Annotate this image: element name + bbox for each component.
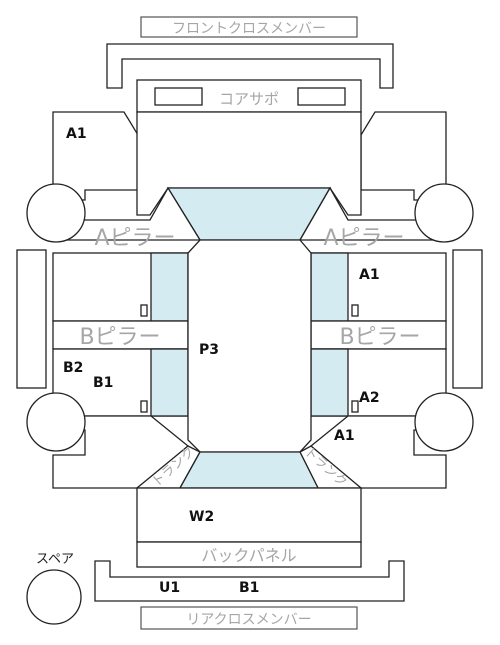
left-b-pillar[interactable]	[52, 320, 189, 350]
front-cross-member-label: フロントクロスメンバー	[172, 21, 326, 37]
front-cross-member-box[interactable]	[140, 16, 358, 38]
core-support-label: コアサポ	[219, 90, 279, 108]
code-rear-1: U1	[159, 580, 180, 596]
rear-cross-member-label: リアクロスメンバー	[186, 612, 311, 628]
left-a-pillar-label: Aピラー	[94, 226, 175, 251]
left-rear-handle[interactable]	[140, 400, 148, 413]
right-rear-wheel[interactable]	[414, 392, 474, 452]
left-rear-wheel[interactable]	[26, 392, 86, 452]
back-panel-label: バックパネル	[201, 546, 296, 565]
right-a-pillar[interactable]	[298, 186, 447, 241]
right-front-wheel[interactable]	[414, 183, 474, 243]
spare-label: スペア	[36, 552, 74, 567]
left-front-window[interactable]	[150, 252, 189, 322]
code-roof: P3	[199, 342, 219, 358]
rear-window[interactable]	[178, 451, 320, 489]
left-side-sill[interactable]	[16, 249, 47, 389]
code-trunk-lid: W2	[189, 509, 214, 525]
spare-tire[interactable]	[26, 569, 82, 625]
left-rear-window[interactable]	[150, 348, 189, 417]
right-front-handle[interactable]	[351, 304, 359, 317]
left-front-wheel[interactable]	[26, 183, 86, 243]
right-rear-handle[interactable]	[351, 400, 359, 413]
trunk-lid[interactable]	[136, 487, 362, 543]
right-a-pillar-label: Aピラー	[323, 226, 404, 251]
code-front-left: A1	[66, 126, 87, 142]
code-left-rear-1: B2	[63, 360, 83, 376]
code-right-rear-door: A2	[359, 390, 380, 406]
left-b-pillar-label: Bピラー	[79, 325, 160, 350]
rear-cross-member-box[interactable]	[140, 606, 358, 630]
code-right-rear-fender: A1	[334, 428, 355, 444]
left-headlight[interactable]	[154, 87, 203, 106]
left-front-handle[interactable]	[140, 304, 148, 317]
code-rear-2: B1	[239, 580, 259, 596]
right-b-pillar-label: Bピラー	[339, 325, 420, 350]
right-front-window[interactable]	[310, 252, 349, 322]
code-left-rear-2: B1	[93, 375, 113, 391]
back-panel[interactable]	[136, 541, 362, 568]
front-bumper[interactable]	[106, 43, 394, 89]
right-side-sill[interactable]	[452, 249, 483, 389]
right-headlight[interactable]	[297, 87, 346, 106]
code-right-front-door: A1	[359, 267, 380, 283]
rear-bumper[interactable]	[94, 560, 405, 602]
right-rear-window[interactable]	[310, 348, 349, 417]
